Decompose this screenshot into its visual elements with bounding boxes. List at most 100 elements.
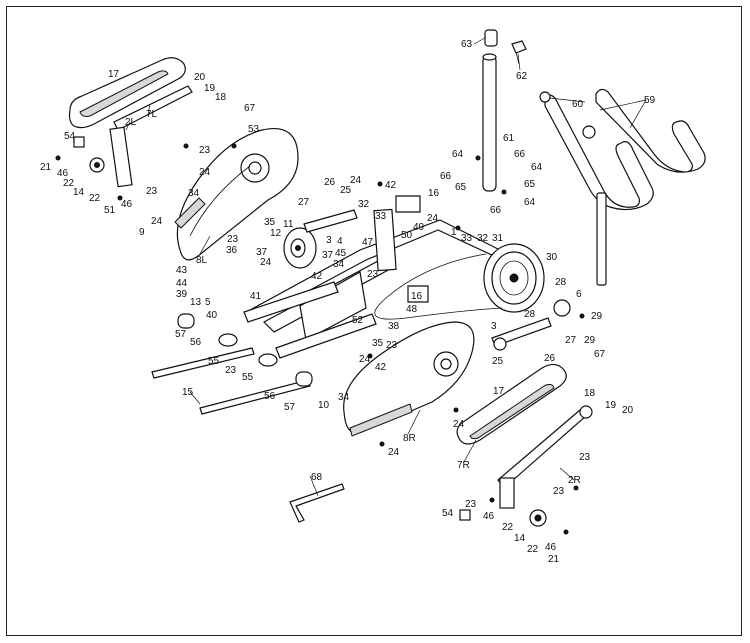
part-label-27: 27 xyxy=(298,197,310,208)
part-left-shroud xyxy=(174,128,299,261)
part-label-64: 64 xyxy=(452,149,464,160)
part-flywheel-left xyxy=(283,227,317,269)
part-label-46: 46 xyxy=(483,511,495,522)
part-label-19: 19 xyxy=(605,400,617,411)
part-label-39: 39 xyxy=(176,289,188,300)
part-label-21: 21 xyxy=(548,554,560,565)
part-label-3: 3 xyxy=(326,235,332,246)
part-label-24: 24 xyxy=(453,419,465,430)
part-label-61: 61 xyxy=(503,133,515,144)
part-label-14: 14 xyxy=(73,187,85,198)
fasteners xyxy=(55,143,585,535)
part-label-52: 52 xyxy=(352,315,364,326)
part-label-18: 18 xyxy=(584,388,596,399)
part-label-57: 57 xyxy=(175,329,187,340)
leader-lines xyxy=(125,37,647,497)
part-label-26: 26 xyxy=(324,177,336,188)
part-label-24: 24 xyxy=(151,216,163,227)
part-label-67: 67 xyxy=(594,349,606,360)
part-right-shroud xyxy=(343,321,475,437)
part-label-42: 42 xyxy=(375,362,387,373)
part-label-53: 53 xyxy=(248,124,260,135)
part-label-24: 24 xyxy=(427,213,439,224)
part-label-22: 22 xyxy=(502,522,514,533)
part-label-64: 64 xyxy=(524,197,536,208)
part-label-2L: 2L xyxy=(125,117,137,128)
part-label-2R: 2R xyxy=(568,475,581,486)
part-label-22: 22 xyxy=(63,178,75,189)
part-label-46: 46 xyxy=(545,542,557,553)
part-label-35: 35 xyxy=(372,338,384,349)
part-label-25: 25 xyxy=(492,356,504,367)
part-label-36: 36 xyxy=(226,245,238,256)
part-label-37: 37 xyxy=(322,250,334,261)
part-label-25: 25 xyxy=(340,185,352,196)
part-label-46: 46 xyxy=(121,199,133,210)
part-label-9: 9 xyxy=(139,227,145,238)
part-label-5: 5 xyxy=(205,297,211,308)
part-label-29: 29 xyxy=(591,311,603,322)
part-label-34: 34 xyxy=(338,392,350,403)
part-label-22: 22 xyxy=(89,193,101,204)
part-label-20: 20 xyxy=(194,72,206,83)
part-label-34: 34 xyxy=(333,259,345,270)
part-label-33: 33 xyxy=(461,233,473,244)
part-label-66: 66 xyxy=(490,205,502,216)
part-label-33: 33 xyxy=(375,211,387,222)
part-label-24: 24 xyxy=(260,257,272,268)
part-label-10: 10 xyxy=(318,400,330,411)
part-label-23: 23 xyxy=(199,145,211,156)
part-label-13: 13 xyxy=(190,297,202,308)
part-label-24: 24 xyxy=(199,167,211,178)
part-label-19: 19 xyxy=(204,83,216,94)
part-label-27: 27 xyxy=(565,335,577,346)
part-drive-pulley xyxy=(374,243,545,320)
part-label-67: 67 xyxy=(244,103,256,114)
part-label-47: 47 xyxy=(362,237,374,248)
part-label-12: 12 xyxy=(270,228,282,239)
part-label-54: 54 xyxy=(442,508,454,519)
part-label-65: 65 xyxy=(455,182,467,193)
part-label-41: 41 xyxy=(250,291,262,302)
part-label-22: 22 xyxy=(527,544,539,555)
diagram-frame xyxy=(6,6,742,636)
part-label-46: 46 xyxy=(57,168,69,179)
part-label-17: 17 xyxy=(108,69,120,80)
part-label-26: 26 xyxy=(544,353,556,364)
part-label-23: 23 xyxy=(579,452,591,463)
part-label-59: 59 xyxy=(644,95,656,106)
part-label-28: 28 xyxy=(524,309,536,320)
part-left-pedal xyxy=(68,57,193,188)
part-label-66: 66 xyxy=(440,171,452,182)
part-label-56: 56 xyxy=(190,337,202,348)
part-label-17: 17 xyxy=(493,386,505,397)
part-label-60: 60 xyxy=(572,99,584,110)
part-label-23: 23 xyxy=(367,269,379,280)
part-upright-post xyxy=(482,29,527,192)
part-label-37: 37 xyxy=(256,247,268,258)
part-label-62: 62 xyxy=(516,71,528,82)
part-label-57: 57 xyxy=(284,402,296,413)
part-label-42: 42 xyxy=(385,180,397,191)
part-label-7L: 7L xyxy=(146,109,158,120)
part-label-45: 45 xyxy=(335,248,347,259)
part-label-51: 51 xyxy=(104,205,116,216)
part-rails xyxy=(243,281,377,359)
part-label-23: 23 xyxy=(225,365,237,376)
part-label-8R: 8R xyxy=(403,433,416,444)
part-label-50: 50 xyxy=(401,230,413,241)
part-label-44: 44 xyxy=(176,278,188,289)
part-label-48: 48 xyxy=(406,304,418,315)
part-label-63: 63 xyxy=(461,39,473,50)
part-label-8L: 8L xyxy=(196,255,208,266)
part-label-56: 56 xyxy=(264,391,276,402)
part-label-23: 23 xyxy=(553,486,565,497)
part-label-14: 14 xyxy=(514,533,526,544)
part-label-21: 21 xyxy=(40,162,52,173)
part-label-23: 23 xyxy=(227,234,239,245)
part-handlebars xyxy=(539,88,706,286)
part-label-29: 29 xyxy=(584,335,596,346)
part-label-43: 43 xyxy=(176,265,188,276)
part-label-4: 4 xyxy=(337,236,343,247)
